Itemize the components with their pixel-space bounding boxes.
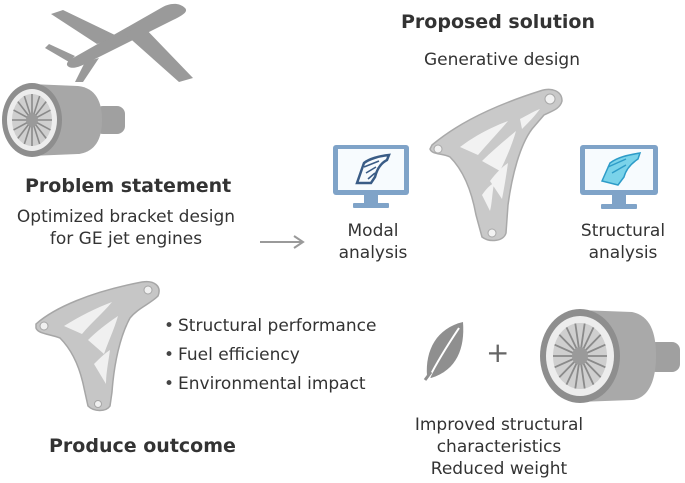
result-line-3: Reduced weight [430,459,568,479]
plus-sign: + [486,336,510,369]
outcome-results: Improved structural characteristics Redu… [392,414,606,480]
problem-description: Optimized bracket design for GE jet engi… [0,206,252,250]
structural-analysis-label: Structural analysis [568,220,678,264]
jet-engine-icon [540,309,680,403]
generative-design-label: Generative design [424,50,580,70]
list-item: Environmental impact [164,370,376,399]
outcome-bullet-list: Structural performance Fuel efficiency E… [164,312,376,399]
modal-label-line-2: analysis [338,243,408,263]
monitor-icon [580,145,658,209]
problem-description-line-1: Optimized bracket design [16,207,236,227]
result-line-2: characteristics [436,437,562,457]
structural-label-line-2: analysis [588,243,658,263]
problem-statement-title: Problem statement [25,175,232,197]
proposed-solution-title: Proposed solution [401,11,595,33]
problem-description-line-2: for GE jet engines [49,229,203,249]
jet-engine-icon [2,83,125,157]
monitor-icon [333,145,409,208]
airplane-icon [45,3,193,82]
list-item: Structural performance [164,312,376,341]
arrow-right-icon [260,235,305,249]
structural-label-line-1: Structural [580,221,666,241]
result-line-1: Improved structural [414,415,584,435]
bracket-icon [429,88,563,242]
modal-analysis-label: Modal analysis [325,220,421,264]
bracket-icon [35,280,160,412]
modal-label-line-1: Modal [347,221,399,241]
leaf-icon [423,322,464,381]
produce-outcome-title: Produce outcome [49,435,236,457]
list-item: Fuel efficiency [164,341,376,370]
